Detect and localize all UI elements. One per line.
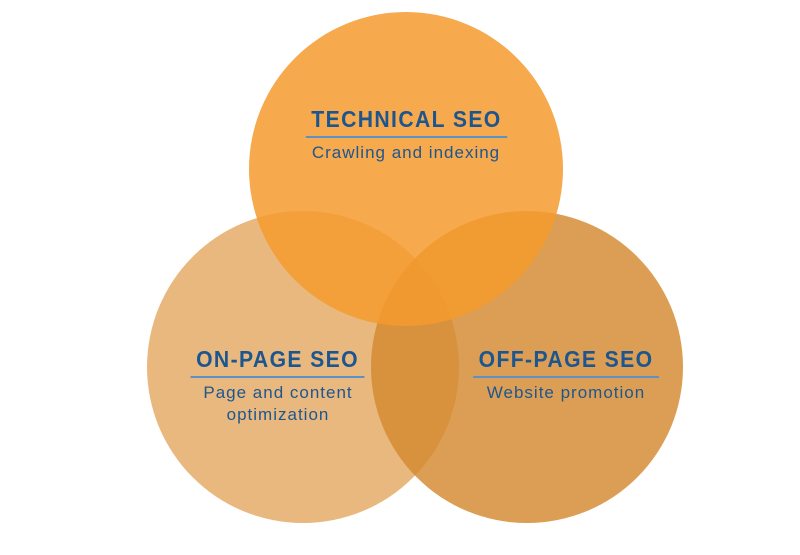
- technical-label: TECHNICAL SEO Crawling and indexing: [256, 106, 556, 164]
- technical-title: TECHNICAL SEO: [305, 106, 507, 138]
- on-page-description-line: optimization: [226, 405, 330, 424]
- on-page-description: Page and content optimization: [128, 382, 428, 426]
- on-page-title: ON-PAGE SEO: [191, 346, 365, 378]
- technical-description: Crawling and indexing: [311, 143, 501, 162]
- technical-circle: [249, 12, 563, 326]
- off-page-description: Website promotion: [486, 383, 646, 402]
- on-page-description-line: Page and content: [203, 383, 353, 402]
- off-page-label: OFF-PAGE SEO Website promotion: [416, 346, 716, 404]
- off-page-title: OFF-PAGE SEO: [473, 346, 659, 378]
- on-page-label: ON-PAGE SEO Page and content optimizatio…: [128, 346, 428, 426]
